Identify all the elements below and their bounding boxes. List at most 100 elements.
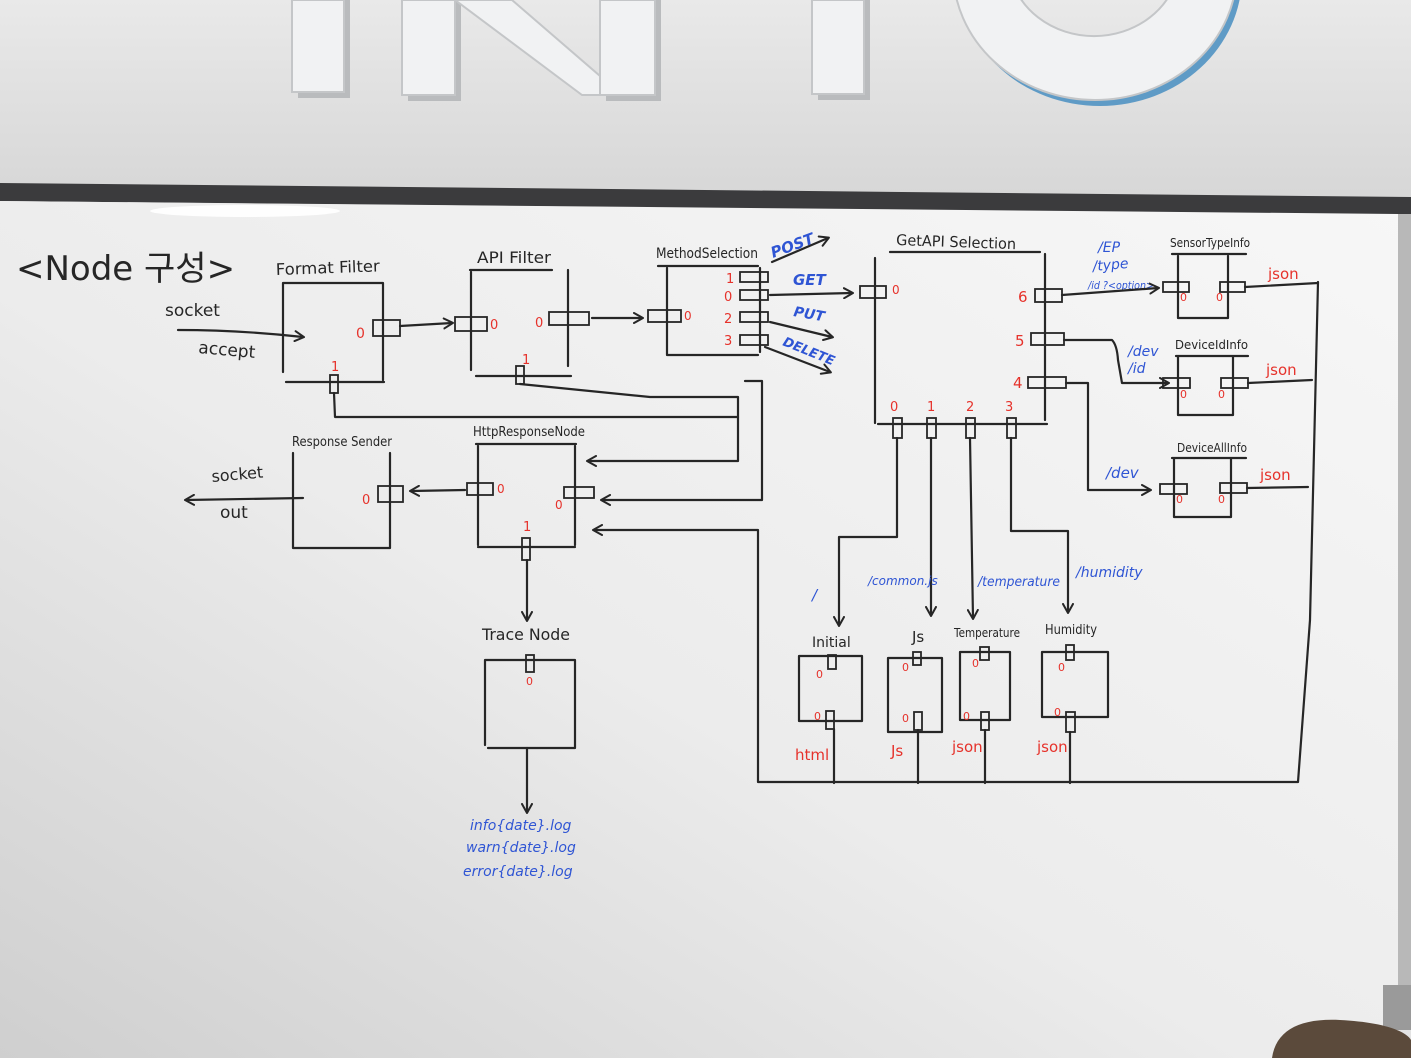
api-filter-error-line	[518, 382, 740, 467]
method-selection-port-out-2	[739, 289, 769, 301]
humidity-box	[1040, 650, 1110, 719]
format-filter-error-line	[332, 391, 740, 419]
response-sender-box	[291, 451, 392, 550]
api-filter-port-out-number: 0	[535, 316, 543, 331]
node-http-response: HttpResponseNode 0 0 1	[409, 425, 595, 561]
arrow-format-to-api	[398, 317, 454, 330]
get-api-port-right-number: 6	[1018, 288, 1028, 306]
humidity-output: json	[1036, 738, 1068, 756]
initial-port-in	[827, 654, 837, 670]
device-id-info-output-line	[1246, 378, 1314, 385]
node-initial: Initial 0 0 html	[795, 635, 864, 785]
port-number: 0	[902, 712, 909, 725]
get-api-selection-label: GetAPI Selection	[896, 231, 1017, 253]
port-number: 0	[1176, 493, 1183, 506]
port-number: 0	[1218, 493, 1225, 506]
api-filter-port-bottom-number: 1	[522, 353, 530, 368]
node-humidity: Humidity 0 0 json	[1036, 623, 1110, 785]
arrow-delete	[763, 345, 832, 375]
method-selection-label: MethodSelection	[656, 246, 758, 262]
api-filter-label: API Filter	[477, 248, 551, 267]
port-number: 0	[526, 675, 533, 688]
initial-label: Initial	[812, 635, 851, 651]
method-selection-error-line	[600, 379, 764, 506]
port-number: 0	[1058, 661, 1065, 674]
http-response-port-in-right	[563, 486, 595, 499]
get-api-port-in-number: 0	[892, 283, 900, 297]
route-label: /type	[1090, 256, 1129, 275]
sensor-type-info-output-line	[1243, 281, 1320, 289]
device-id-info-port-in	[1162, 377, 1191, 389]
node-get-api-selection: GetAPI Selection 0 6 5 4 0 1 2 3	[859, 231, 1067, 439]
method-put-label: PUT	[792, 304, 827, 325]
sign-letter-1	[291, 0, 345, 93]
node-device-id-info: /dev /id DeviceIdInfo 0 0 json	[1062, 338, 1314, 417]
trace-node-label: Trace Node	[481, 625, 570, 644]
api-filter-port-in	[454, 316, 488, 332]
route-label: /common.js	[867, 574, 938, 588]
arrow-socket-in	[176, 328, 305, 343]
arrow-to-sensor-type-info	[1060, 282, 1160, 297]
node-sensor-type-info: /EP /type /id ?<option> SensorTypeInfo 0…	[1060, 236, 1320, 320]
light-glare	[150, 205, 340, 217]
port-number: 0	[963, 710, 970, 723]
port-number: 0	[816, 668, 823, 681]
get-api-selection-box	[873, 250, 1049, 426]
port-number: 0	[1180, 291, 1187, 304]
api-filter-port-in-number: 0	[490, 318, 498, 333]
get-api-port-bottom-number: 3	[1005, 400, 1013, 415]
log-file: error{date}.log	[463, 864, 573, 880]
arrow-post	[770, 235, 830, 264]
get-api-port-bottom-number: 0	[890, 400, 898, 415]
arrow-to-device-id-info	[1062, 338, 1170, 389]
method-get-label: GET	[793, 271, 828, 289]
arrow-to-initial	[833, 436, 899, 627]
method-port-number: 0	[724, 290, 732, 305]
get-api-bottom-routes: / /common.js /temperature /humidity	[810, 436, 1143, 627]
route-label: /	[810, 586, 819, 604]
js-output: Js	[890, 742, 903, 760]
arrow-http-to-sender	[409, 484, 467, 497]
route-label: /EP	[1096, 240, 1121, 256]
http-response-node-label: HttpResponseNode	[473, 425, 585, 440]
return-loop-outputs	[592, 280, 1320, 784]
route-label: /id	[1126, 361, 1146, 377]
sensor-type-info-label: SensorTypeInfo	[1170, 236, 1250, 250]
out-label: out	[220, 503, 248, 523]
http-response-port-in-left	[466, 482, 494, 496]
chair-back	[1272, 1019, 1411, 1058]
device-all-info-output-line	[1245, 485, 1310, 490]
method-selection-port-in	[647, 309, 682, 323]
route-label: /temperature	[977, 575, 1060, 590]
method-selection-port-out-3	[739, 311, 769, 323]
port-number: 0	[1054, 706, 1061, 719]
response-sender-label: Response Sender	[292, 435, 393, 450]
device-id-info-label: DeviceIdInfo	[1175, 338, 1248, 352]
port-number: 0	[902, 661, 909, 674]
arrow-get	[768, 287, 854, 300]
temperature-label: Temperature	[953, 626, 1020, 640]
arrow-socket-out	[184, 493, 305, 506]
port-number: 0	[555, 498, 563, 512]
sign-letter-3	[811, 0, 865, 95]
node-temperature: Temperature 0 0 json	[951, 626, 1020, 785]
device-id-info-box	[1174, 354, 1250, 417]
node-response-sender: Response Sender 0 socket out	[184, 435, 404, 550]
wall-sign-letters	[291, 0, 1240, 106]
arrow-to-humidity	[1009, 436, 1074, 614]
api-filter-box	[468, 268, 573, 378]
route-label: /dev	[1104, 464, 1140, 482]
node-api-filter: API Filter 0 0 1	[454, 248, 644, 385]
initial-box	[797, 654, 864, 723]
method-selection-port-out-4	[739, 334, 769, 346]
port-number: 0	[972, 657, 979, 670]
accept-label: accept	[198, 338, 257, 363]
initial-output: html	[795, 746, 829, 764]
temperature-box	[958, 650, 1012, 722]
device-all-info-output: json	[1259, 466, 1291, 484]
method-port-number: 3	[724, 334, 732, 349]
arrow-to-device-all-info	[1064, 381, 1152, 496]
humidity-label: Humidity	[1045, 623, 1097, 638]
temperature-output: json	[951, 738, 983, 756]
